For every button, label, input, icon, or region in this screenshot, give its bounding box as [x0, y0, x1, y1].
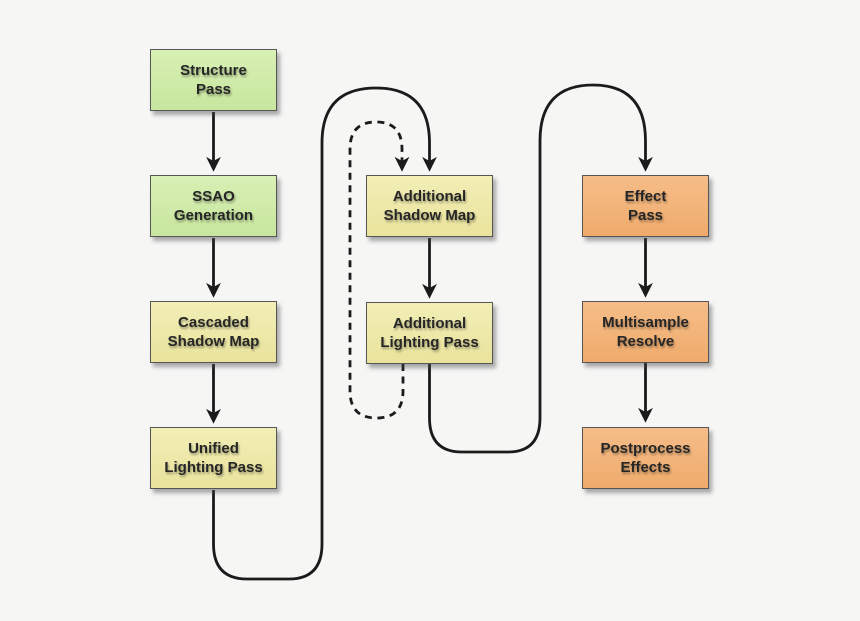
node-additional-lighting-pass: Additional Lighting Pass [366, 302, 493, 364]
edge-loop-additional-lighting-to-additional-shadow [348, 120, 410, 420]
node-multisample-resolve: Multisample Resolve [582, 301, 709, 363]
node-effect-pass-label: Effect Pass [624, 187, 667, 225]
node-cascaded-shadow-map-label: Cascaded Shadow Map [167, 313, 260, 351]
node-cascaded-shadow-map: Cascaded Shadow Map [150, 301, 277, 363]
node-effect-pass: Effect Pass [582, 175, 709, 237]
node-additional-lighting-pass-label: Additional Lighting Pass [380, 314, 479, 352]
edge-additional-lighting-to-effect [428, 83, 653, 454]
edge-unified-to-additional-shadow [212, 86, 437, 581]
node-additional-shadow-map-label: Additional Shadow Map [383, 187, 476, 225]
node-ssao-generation-label: SSAO Generation [173, 187, 254, 225]
node-structure-pass-label: Structure Pass [180, 61, 247, 99]
node-multisample-resolve-label: Multisample Resolve [602, 313, 689, 351]
node-postprocess-effects-label: Postprocess Effects [600, 439, 691, 477]
node-structure-pass: Structure Pass [150, 49, 277, 111]
node-postprocess-effects: Postprocess Effects [582, 427, 709, 489]
node-unified-lighting-pass-label: Unified Lighting Pass [164, 439, 263, 477]
node-additional-shadow-map: Additional Shadow Map [366, 175, 493, 237]
node-unified-lighting-pass: Unified Lighting Pass [150, 427, 277, 489]
node-ssao-generation: SSAO Generation [150, 175, 277, 237]
